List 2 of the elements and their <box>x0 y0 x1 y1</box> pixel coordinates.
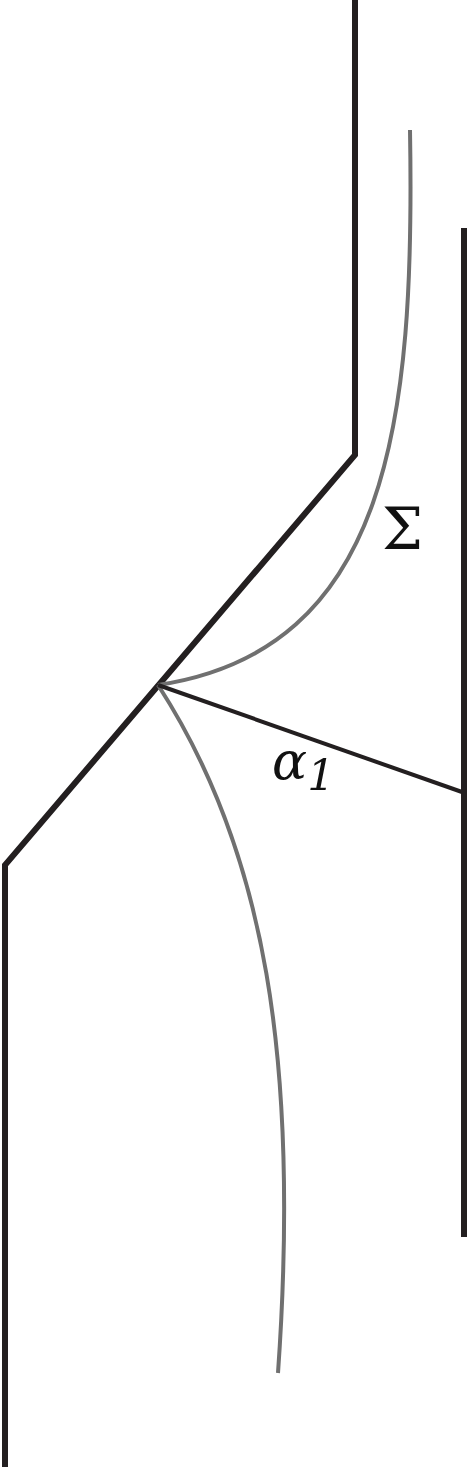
sigma-label: Σ <box>382 500 423 558</box>
alpha-label: α$_{1}$ <box>272 735 335 798</box>
